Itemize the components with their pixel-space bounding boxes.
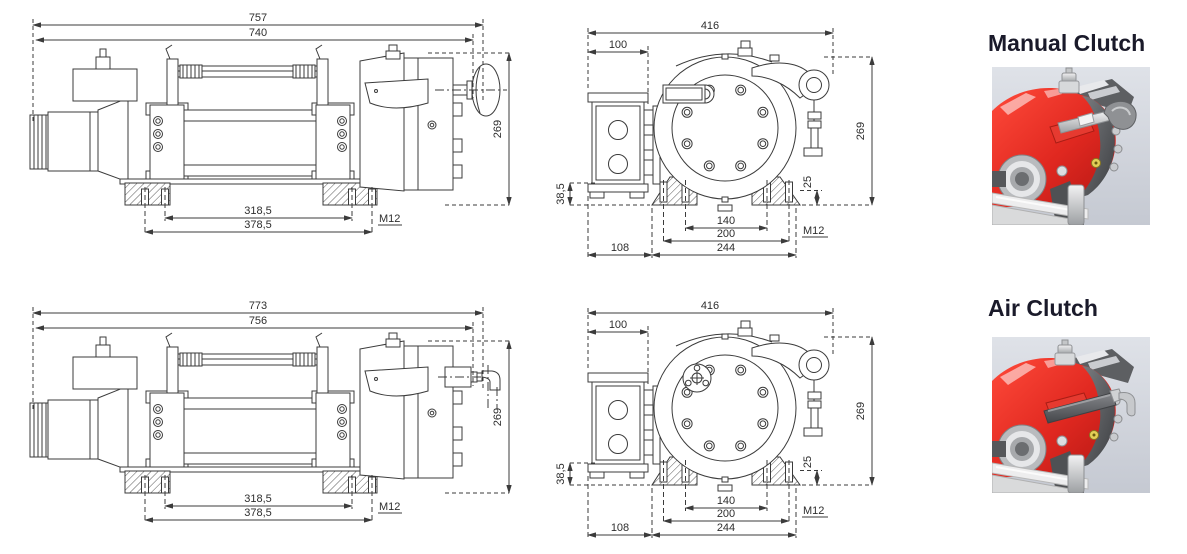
dim-side-feet-outer: 378,5 — [244, 219, 272, 231]
dim-side-body: 740 — [249, 27, 267, 39]
dim-front-motor: 100 — [609, 39, 627, 51]
dim-side-height: 269 — [492, 120, 504, 138]
dim-side-height: 269 — [492, 408, 504, 426]
dim-front-holes-outer: 244 — [717, 242, 735, 254]
air-front-view-drawing: 416 100 269 38,5 25 140 200 244 108 M12 — [556, 300, 875, 538]
air-side-dimensions — [32, 307, 512, 523]
dim-side-feet-outer: 378,5 — [244, 507, 272, 519]
manual-side-view-drawing: 757 740 269 318,5 378,5 M12 — [29, 12, 512, 235]
manual-side-dimensions — [32, 19, 512, 235]
dim-front-thread: M12 — [803, 225, 824, 237]
dim-front-pad: 25 — [802, 176, 814, 188]
dim-front-base: 38,5 — [556, 183, 567, 204]
dim-front-holes-inner: 140 — [717, 215, 735, 227]
manual-front-view-drawing: 416 100 269 38,5 25 140 200 244 108 M12 — [556, 20, 875, 258]
manual-clutch-render — [991, 67, 1150, 226]
dim-front-motor: 100 — [609, 319, 627, 331]
dim-side-body: 756 — [249, 315, 267, 327]
dim-side-total: 757 — [249, 12, 267, 24]
dim-front-overhang: 108 — [611, 242, 629, 254]
air-side-body — [29, 332, 501, 494]
dim-front-base: 38,5 — [556, 463, 567, 484]
dim-front-total: 416 — [701, 20, 719, 32]
dim-side-total: 773 — [249, 300, 267, 312]
dim-front-height: 269 — [855, 122, 867, 140]
dim-side-thread: M12 — [379, 213, 400, 225]
dim-side-thread: M12 — [379, 501, 400, 513]
manual-side-body — [29, 44, 507, 206]
dim-front-pad: 25 — [802, 456, 814, 468]
dim-front-total: 416 — [701, 300, 719, 312]
manual-clutch-title: Manual Clutch — [988, 30, 1146, 56]
manual-clutch-photo — [991, 67, 1150, 226]
dim-front-holes-mid: 200 — [717, 228, 735, 240]
dim-side-feet-inner: 318,5 — [244, 205, 272, 217]
manual-front-body — [587, 40, 830, 212]
air-front-body — [587, 320, 830, 492]
air-side-view-drawing: 773 756 269 318,5 378,5 M12 — [29, 300, 512, 523]
air-clutch-render — [991, 337, 1150, 494]
air-clutch-title: Air Clutch — [988, 295, 1098, 321]
manual-front-dimensions — [567, 28, 875, 258]
dim-front-holes-outer: 244 — [717, 522, 735, 534]
dim-front-height: 269 — [855, 402, 867, 420]
dim-front-overhang: 108 — [611, 522, 629, 534]
dim-front-holes-mid: 200 — [717, 508, 735, 520]
air-clutch-photo — [991, 337, 1150, 494]
dim-front-thread: M12 — [803, 505, 824, 517]
dim-front-holes-inner: 140 — [717, 495, 735, 507]
dim-side-feet-inner: 318,5 — [244, 493, 272, 505]
air-front-dimensions — [567, 308, 875, 538]
